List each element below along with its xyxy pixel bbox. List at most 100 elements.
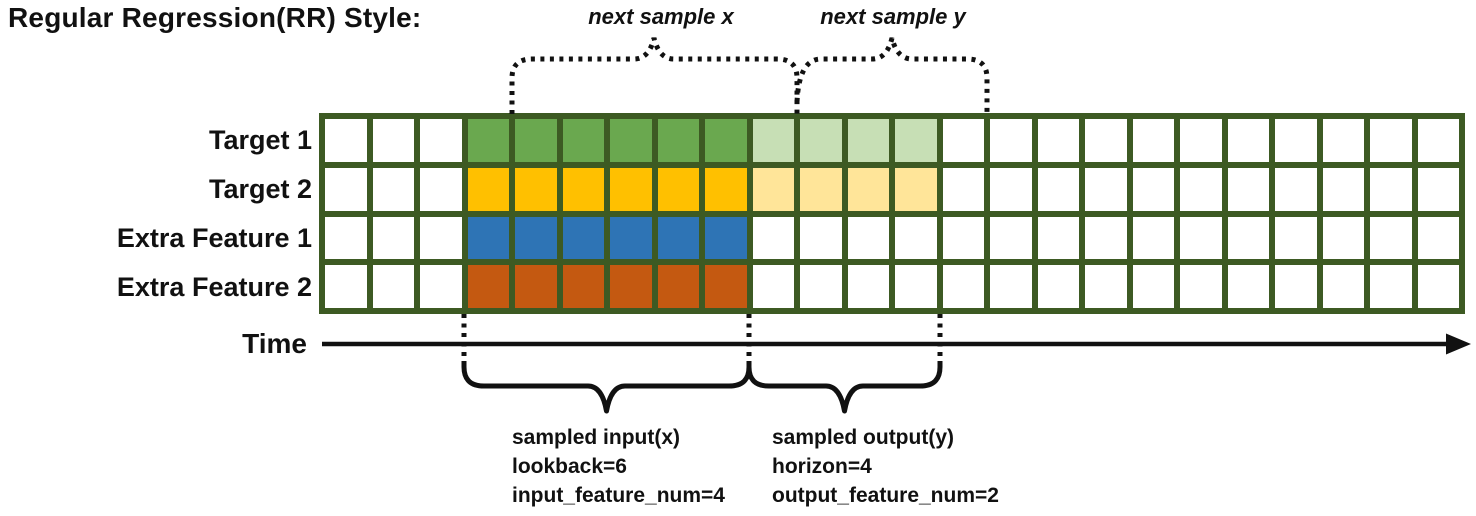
grid-cell (610, 167, 652, 211)
sampled-input-text-block: sampled input(x) lookback=6 input_featur… (512, 423, 725, 510)
grid-cell (372, 119, 414, 162)
grid-cell (325, 167, 367, 211)
grid-cell (990, 265, 1032, 308)
row-label-extra-feature-1: Extra Feature 1 (116, 223, 312, 253)
grid-cell (895, 119, 937, 162)
grid-cell (1180, 167, 1222, 211)
grid-cell (1180, 119, 1222, 162)
grid-cell (1322, 216, 1364, 260)
grid-cell (325, 265, 367, 308)
grid-cell (372, 216, 414, 260)
grid-cell (372, 167, 414, 211)
grid-cell (1227, 167, 1269, 211)
grid-cell (515, 265, 557, 308)
grid-cell (1227, 265, 1269, 308)
grid-cell (372, 265, 414, 308)
grid-cell (325, 119, 367, 162)
time-axis-arrowhead (1446, 333, 1471, 355)
grid-cell (420, 119, 462, 162)
grid-cell (1275, 265, 1317, 308)
grid-cell (895, 265, 937, 308)
grid-cell (752, 265, 794, 308)
grid-cell (1370, 265, 1412, 308)
grid-cell (990, 167, 1032, 211)
row-label-target-2: Target 2 (208, 174, 312, 204)
grid-cell (1370, 216, 1412, 260)
grid-cell (1417, 167, 1459, 211)
grid-cell (1085, 167, 1127, 211)
grid-cell (1037, 216, 1079, 260)
grid-cell (1037, 119, 1079, 162)
timeseries-grid (319, 113, 1465, 314)
grid-cell (420, 216, 462, 260)
grid-cell (420, 265, 462, 308)
grid-cell (990, 216, 1032, 260)
next-sample-y-label: next sample y (820, 4, 966, 29)
next-sample-y-brace (794, 37, 990, 114)
time-axis-label: Time (242, 328, 307, 359)
grid-cell (942, 265, 984, 308)
grid-cell (942, 167, 984, 211)
grid-cell (895, 216, 937, 260)
grid-cell (752, 167, 794, 211)
grid-cell (942, 119, 984, 162)
grid-cell (657, 216, 699, 260)
grid-cell (467, 216, 509, 260)
grid-cell (1322, 167, 1364, 211)
grid-cell (800, 119, 842, 162)
lookback-value: lookback=6 (512, 455, 627, 478)
grid-cell (657, 167, 699, 211)
grid-cell (515, 216, 557, 260)
grid-cell (562, 119, 604, 162)
grid-cell (1322, 119, 1364, 162)
grid-cell (990, 119, 1032, 162)
horizon-value: horizon=4 (772, 455, 872, 478)
grid-cell (467, 167, 509, 211)
input-feature-num-value: input_feature_num=4 (512, 484, 725, 507)
grid-cell (847, 265, 889, 308)
grid-cell (657, 119, 699, 162)
grid-cell (1085, 119, 1127, 162)
grid-cell (1275, 216, 1317, 260)
grid-cell (467, 119, 509, 162)
grid-cell (705, 167, 747, 211)
grid-cell (800, 216, 842, 260)
grid-cell (610, 119, 652, 162)
grid-cell (895, 167, 937, 211)
grid-cell (1132, 216, 1174, 260)
grid-cell (752, 119, 794, 162)
grid-cell (1417, 216, 1459, 260)
grid-cell (1370, 167, 1412, 211)
grid-cell (1180, 216, 1222, 260)
grid-cell (847, 216, 889, 260)
grid-cell (610, 216, 652, 260)
grid-cell (1275, 119, 1317, 162)
grid-cell (1227, 119, 1269, 162)
grid-cell (847, 167, 889, 211)
sampled-output-brace (746, 361, 943, 414)
grid-cell (1037, 167, 1079, 211)
grid-cell (1085, 265, 1127, 308)
output-feature-num-value: output_feature_num=2 (772, 484, 999, 507)
grid-cell (942, 216, 984, 260)
grid-cell (705, 265, 747, 308)
grid-cell (1417, 265, 1459, 308)
row-label-target-1: Target 1 (208, 125, 312, 155)
grid-cell (610, 265, 652, 308)
grid-cell (1322, 265, 1364, 308)
grid-cell (515, 119, 557, 162)
grid-cell (800, 265, 842, 308)
grid-cell (325, 216, 367, 260)
grid-cell (705, 119, 747, 162)
sampled-input-brace (461, 361, 752, 414)
grid-cell (1132, 167, 1174, 211)
grid-cell (847, 119, 889, 162)
grid-cell (562, 265, 604, 308)
grid-cell (752, 216, 794, 260)
grid-cell (1417, 119, 1459, 162)
next-sample-x-brace (509, 37, 800, 114)
grid-cell (467, 265, 509, 308)
grid-cell (515, 167, 557, 211)
grid-cell (1275, 167, 1317, 211)
row-label-extra-feature-2: Extra Feature 2 (116, 272, 312, 302)
